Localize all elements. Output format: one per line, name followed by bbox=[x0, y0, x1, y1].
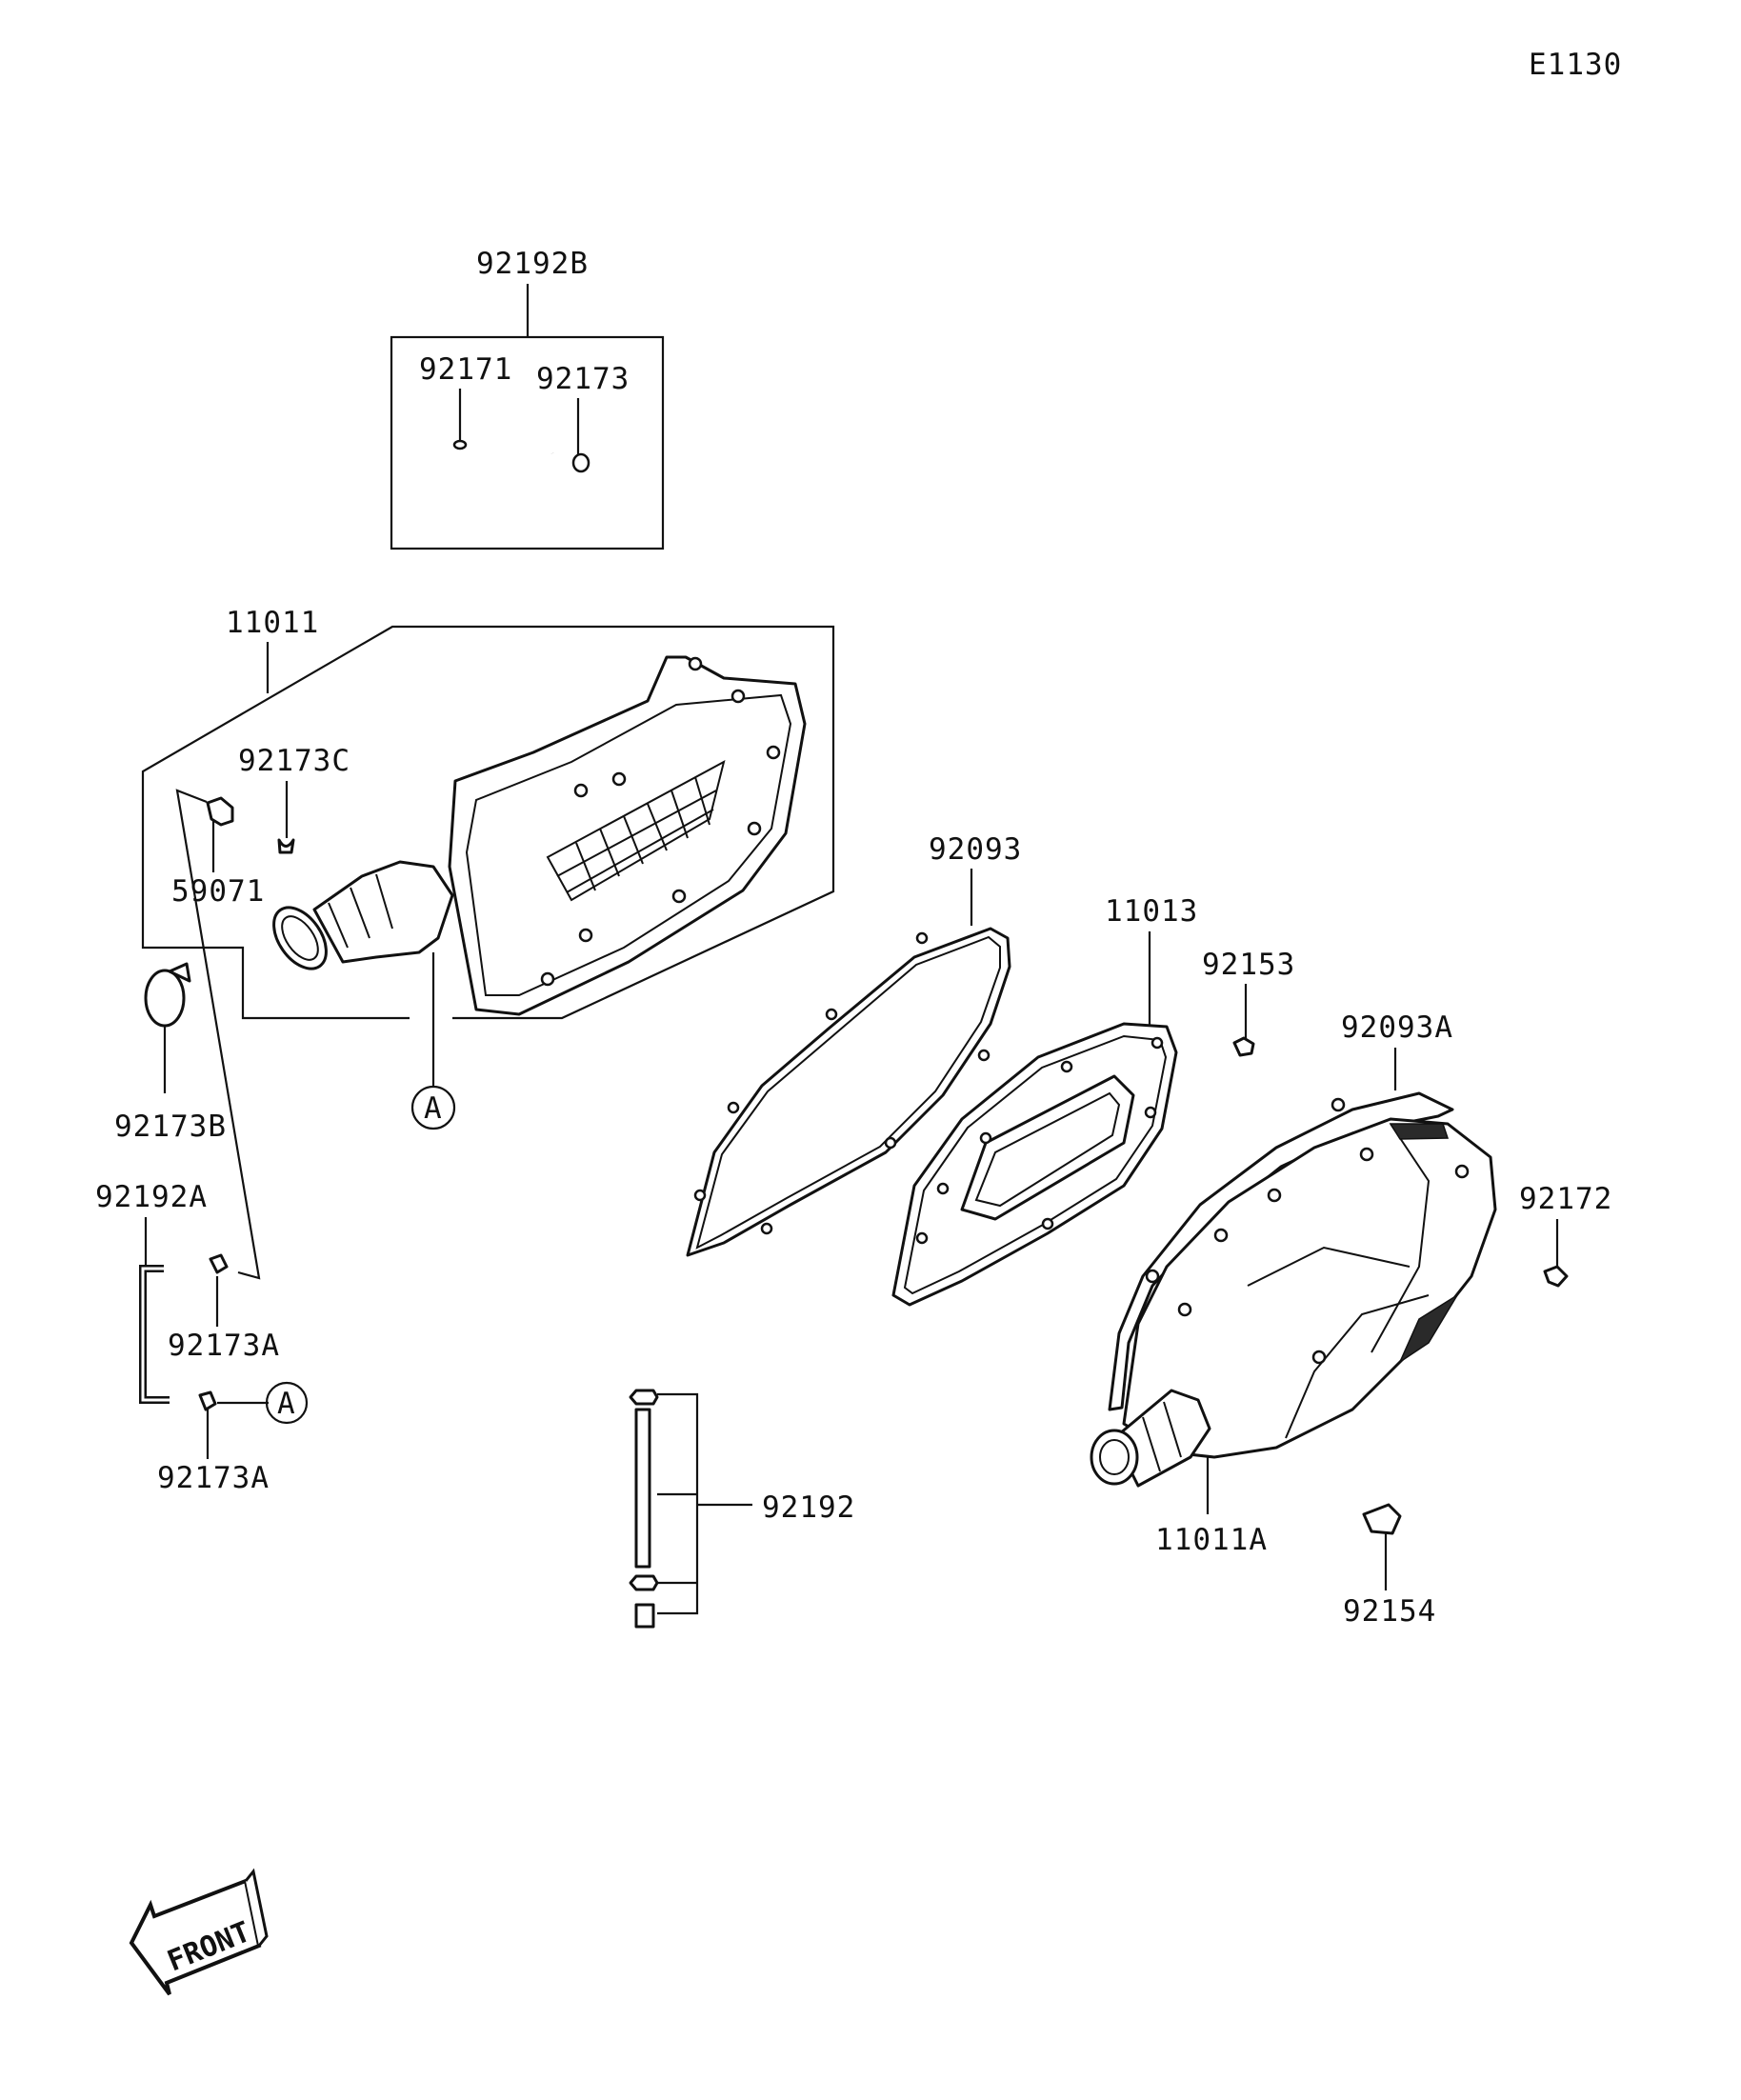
callout-11011A[interactable]: 11011A bbox=[1155, 1523, 1268, 1557]
gasket-92093-group: 92093 bbox=[686, 832, 1022, 1257]
callout-92192B[interactable]: 92192B bbox=[476, 247, 589, 281]
housing-group-11011: 11011 bbox=[141, 606, 835, 1280]
drain-clip-lower bbox=[629, 1574, 659, 1591]
callout-92192[interactable]: 92192 bbox=[762, 1490, 855, 1525]
screw-92153 bbox=[1232, 1036, 1255, 1057]
filter-element-holes bbox=[915, 1036, 1164, 1245]
housing-filter-grid bbox=[546, 760, 726, 902]
clip-92171 bbox=[452, 439, 468, 450]
gasket-92093-holes bbox=[693, 931, 991, 1235]
drain-tube-92192 bbox=[634, 1408, 651, 1569]
front-arrow: FRONT bbox=[129, 1868, 269, 1996]
drain-clip-upper bbox=[629, 1389, 659, 1406]
screw-92153-group: 92153 bbox=[1202, 948, 1295, 1057]
intake-duct bbox=[272, 860, 454, 970]
callout-92171[interactable]: 92171 bbox=[419, 352, 512, 387]
group-bracket-11011 bbox=[141, 625, 835, 1020]
grommet-59071 bbox=[206, 796, 234, 827]
callout-92173[interactable]: 92173 bbox=[536, 362, 630, 396]
callout-92093A[interactable]: 92093A bbox=[1341, 1010, 1453, 1045]
gasket-92093A bbox=[1108, 1091, 1454, 1411]
clamp-92173A-upper bbox=[209, 1253, 229, 1274]
drain-kit-92192-group: 92192 bbox=[629, 1389, 855, 1629]
callout-92173C[interactable]: 92173C bbox=[238, 744, 350, 778]
drain-tube-92192A bbox=[139, 1265, 170, 1404]
reference-circle-a-2 bbox=[265, 1381, 309, 1425]
callout-59071[interactable]: 59071 bbox=[171, 874, 265, 909]
callout-92154[interactable]: 92154 bbox=[1343, 1594, 1436, 1629]
diagram-code: E1130 bbox=[1529, 48, 1622, 82]
clamp-92173 bbox=[571, 452, 590, 473]
clamp-92173C bbox=[277, 838, 295, 854]
callout-92192A[interactable]: 92192A bbox=[95, 1180, 208, 1214]
callout-92153[interactable]: 92153 bbox=[1202, 948, 1295, 982]
air-cleaner-cover bbox=[1122, 1117, 1497, 1459]
screw-92172-group: 92172 bbox=[1519, 1182, 1612, 1288]
clamp-92173B-group: 92173B bbox=[114, 962, 227, 1144]
hose-kit-92192B: 92192B 92171 92173 bbox=[390, 247, 665, 550]
reference-circle-a-1 bbox=[410, 1085, 456, 1130]
clamp-92173A-lower bbox=[198, 1390, 217, 1411]
callout-11013[interactable]: 11013 bbox=[1105, 894, 1198, 929]
callout-92093[interactable]: 92093 bbox=[929, 832, 1022, 867]
drain-plug bbox=[634, 1603, 655, 1629]
filter-element-11013-group: 11013 bbox=[891, 894, 1198, 1307]
callout-92173A-1[interactable]: 92173A bbox=[168, 1329, 280, 1363]
gasket-92093 bbox=[686, 927, 1011, 1257]
callout-92173B[interactable]: 92173B bbox=[114, 1110, 227, 1144]
housing-bolt-holes bbox=[540, 656, 781, 987]
air-cleaner-housing-case bbox=[448, 655, 807, 1016]
cover-11011A-group: 92093A 11011A bbox=[1090, 1010, 1497, 1557]
ref-a-2: A bbox=[277, 1387, 296, 1421]
callout-92172[interactable]: 92172 bbox=[1519, 1182, 1612, 1216]
kit-box-92192B bbox=[390, 335, 665, 550]
cover-bolt-holes bbox=[1145, 1097, 1470, 1365]
drain-tube-92192A-group: 92192A 92173A 92173A A bbox=[95, 1180, 309, 1495]
bolt-92154-group: 92154 bbox=[1343, 1503, 1436, 1629]
bolt-92154 bbox=[1362, 1503, 1402, 1535]
screw-92172 bbox=[1543, 1265, 1569, 1288]
band-clamp-92173B bbox=[144, 969, 186, 1028]
callout-92173A-2[interactable]: 92173A bbox=[157, 1461, 270, 1495]
ref-a-1: A bbox=[424, 1091, 443, 1126]
callout-11011[interactable]: 11011 bbox=[226, 606, 319, 640]
